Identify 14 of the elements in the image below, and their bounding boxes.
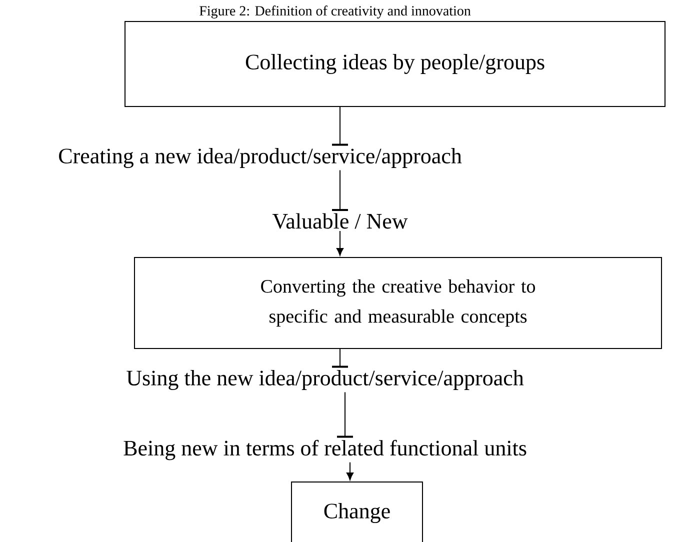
connector [337, 392, 353, 438]
connector [332, 348, 348, 368]
process-box: Change [291, 482, 423, 542]
connector [346, 462, 354, 480]
step-text: Using the new idea/product/service/approach [126, 370, 524, 390]
figure-title: Figure 2: Definition of creativity and innovation [200, 6, 471, 18]
connector [332, 106, 348, 146]
connector [332, 170, 348, 211]
connector [336, 230, 344, 256]
process-box: Collecting ideas by people/groups [124, 21, 666, 107]
step-text: Being new in terms of related functional units [124, 440, 526, 460]
process-box: Converting the creative behavior to specific and measurable concepts [134, 257, 662, 349]
step-text: Creating a new idea/product/service/approach [59, 148, 462, 168]
step-text: Valuable / New [272, 213, 408, 229]
